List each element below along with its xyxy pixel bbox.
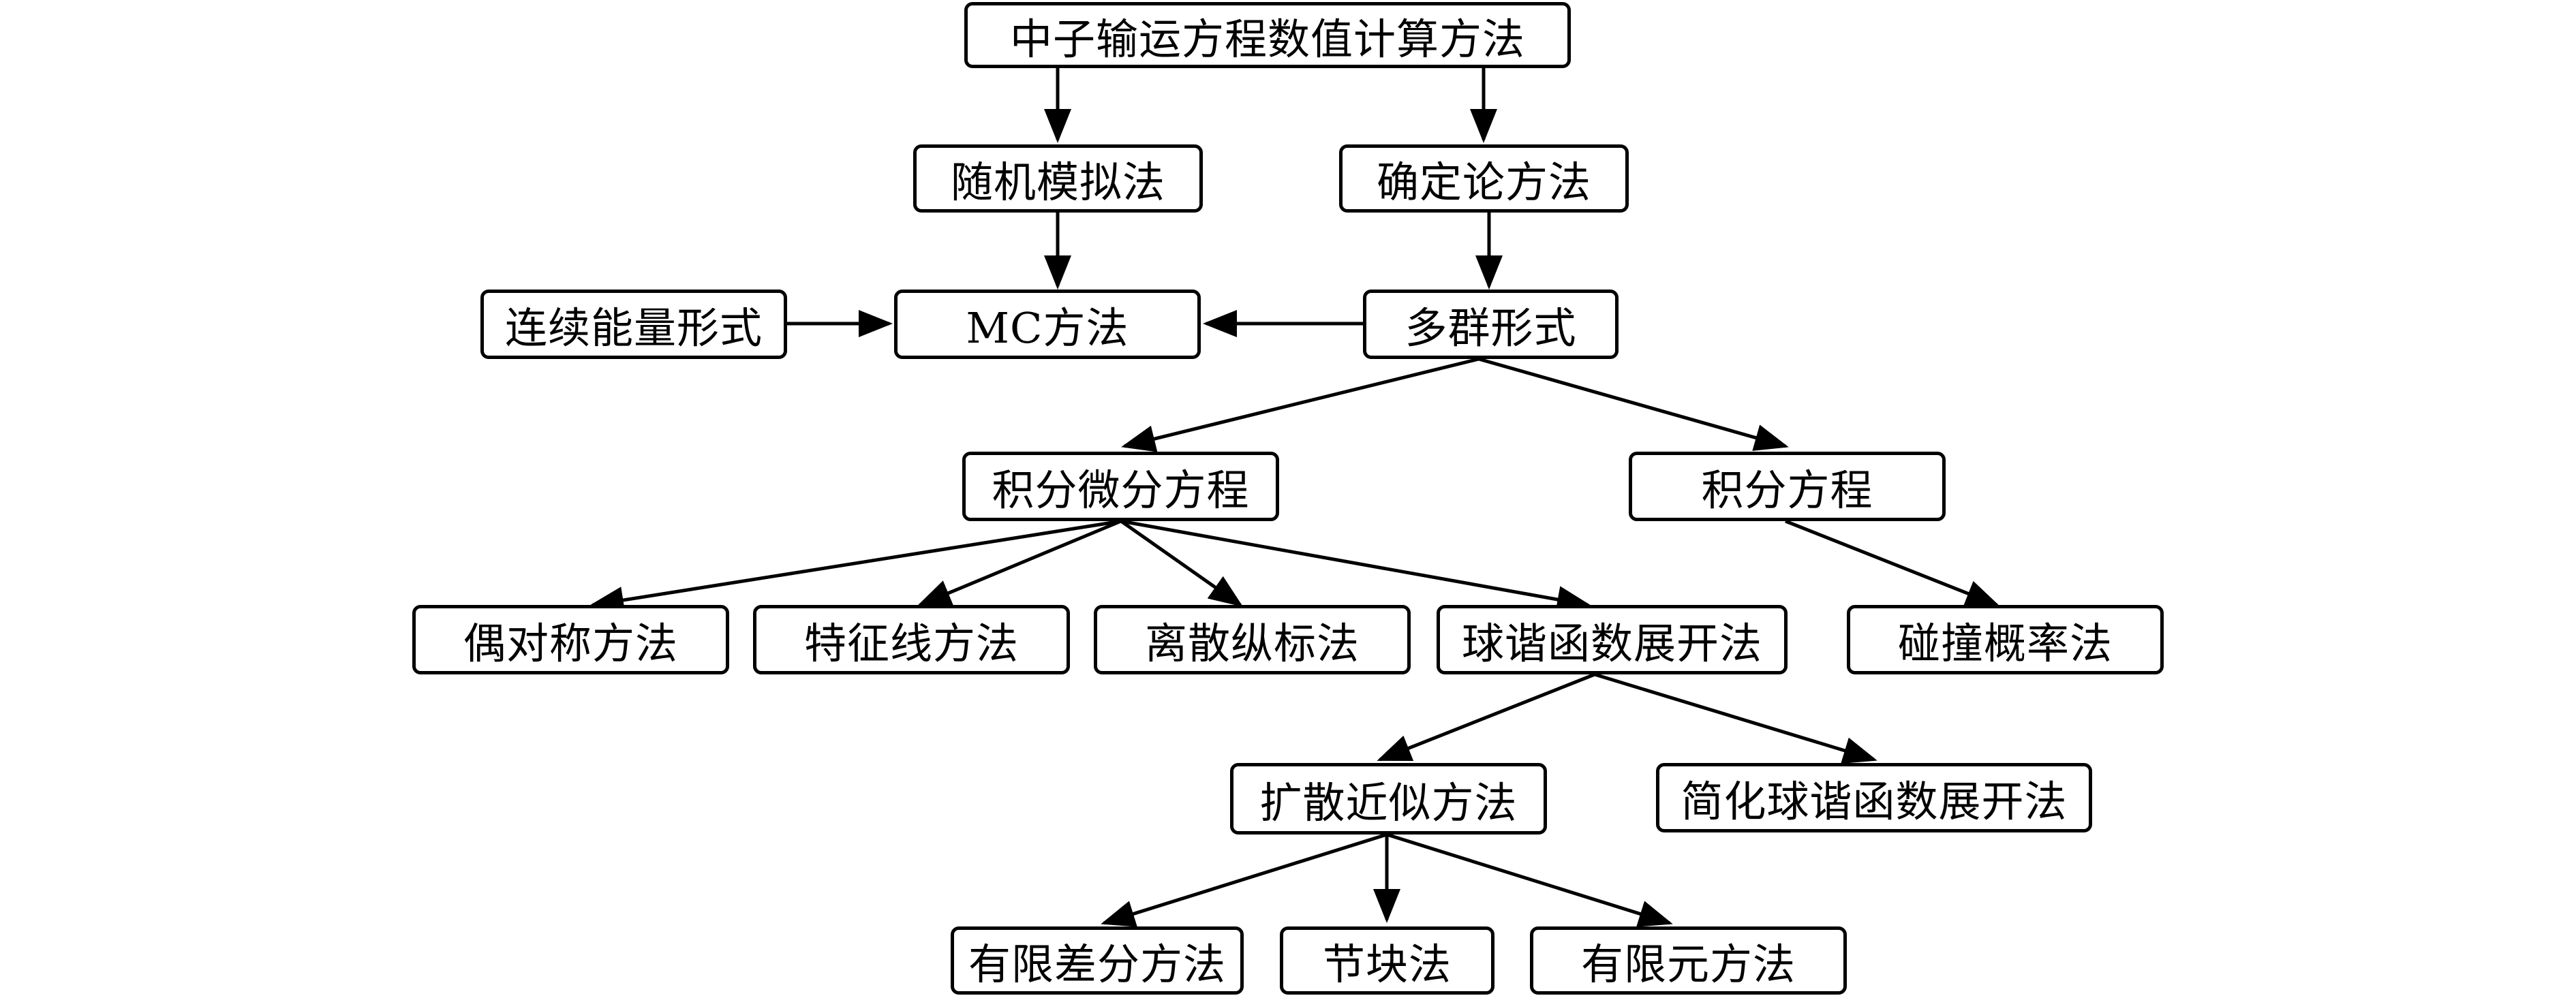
node-even-parity: 偶对称方法 xyxy=(412,605,729,674)
node-finite-difference: 有限差分方法 xyxy=(951,926,1244,995)
node-multigroup: 多群形式 xyxy=(1363,290,1619,359)
edge-pn-to-diffusion xyxy=(1377,672,1595,762)
node-characteristics: 特征线方法 xyxy=(753,605,1070,674)
edge-diffusion-to-fem xyxy=(1386,832,1673,927)
node-continuous-energy: 连续能量形式 xyxy=(480,290,787,359)
node-nodal: 节块法 xyxy=(1280,926,1494,995)
node-spherical-harmonics: 球谐函数展开法 xyxy=(1437,605,1788,674)
node-stochastic: 随机模拟法 xyxy=(913,144,1203,213)
node-root: 中子输运方程数值计算方法 xyxy=(964,2,1571,68)
edge-multigroup-to-integral xyxy=(1478,357,1789,451)
edge-diffusion-to-fdm xyxy=(1101,832,1387,927)
node-deterministic: 确定论方法 xyxy=(1339,144,1629,213)
node-collision-probability: 碰撞概率法 xyxy=(1847,605,2164,674)
node-integro-differential: 积分微分方程 xyxy=(962,452,1279,521)
edge-pn-to-spn xyxy=(1594,672,1877,764)
node-integral-equation: 积分方程 xyxy=(1629,452,1946,521)
node-mc-method: MC方法 xyxy=(894,290,1201,359)
node-diffusion: 扩散近似方法 xyxy=(1230,763,1547,835)
edge-integro-to-characteristics xyxy=(917,519,1122,607)
node-discrete-ordinates: 离散纵标法 xyxy=(1094,605,1411,674)
edge-integro-to-pn xyxy=(1120,519,1591,613)
edge-multigroup-to-integro xyxy=(1121,357,1479,452)
node-finite-element: 有限元方法 xyxy=(1530,926,1847,995)
edge-integral-to-cp xyxy=(1785,519,2000,607)
edge-integro-to-evenparity xyxy=(589,519,1122,614)
node-simplified-pn: 简化球谐函数展开法 xyxy=(1656,763,2092,832)
edge-integro-to-sn xyxy=(1120,519,1244,607)
